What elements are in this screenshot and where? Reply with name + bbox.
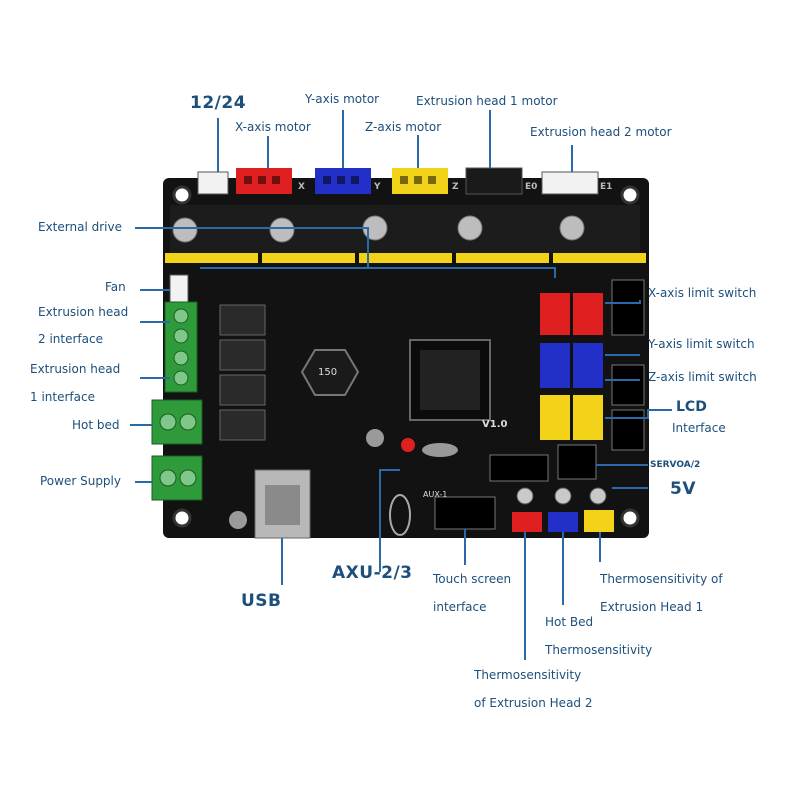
label-e1-interface-2: 1 interface <box>30 390 95 404</box>
fan-connector <box>169 274 189 304</box>
coil-mark: 150 <box>318 367 338 378</box>
label-touch-1: Touch screen <box>433 572 512 586</box>
axis-mark-x: X <box>298 182 305 192</box>
label-touch-2: interface <box>433 600 487 614</box>
label-servo: SERVOA/2 <box>650 460 701 470</box>
stepper-drivers <box>165 205 646 263</box>
mosfets <box>219 304 266 441</box>
axis-mark-e1: E1 <box>600 182 613 192</box>
label-e1-motor: Extrusion head 1 motor <box>416 94 558 108</box>
inductor <box>300 349 360 396</box>
label-therm-e1-2: Extrusion Head 1 <box>600 600 704 614</box>
label-e2-motor: Extrusion head 2 motor <box>530 125 672 139</box>
label-x-motor: X-axis motor <box>235 120 311 134</box>
label-hotbed-therm-1: Hot Bed <box>545 615 594 629</box>
crystal <box>422 443 458 457</box>
pin-headers <box>434 279 645 530</box>
label-power-supply: Power Supply <box>40 474 121 488</box>
label-x-limit: X-axis limit switch <box>648 286 757 300</box>
label-y-motor: Y-axis motor <box>305 92 380 106</box>
aux1-mark: AUX-1 <box>423 490 448 499</box>
label-hot-bed: Hot bed <box>72 418 120 432</box>
axis-mark-z: Z <box>452 182 459 192</box>
leader-lines <box>130 110 672 660</box>
label-e1-interface-1: Extrusion head <box>30 362 121 376</box>
mounting-holes <box>172 185 640 528</box>
label-usb: USB <box>241 591 282 611</box>
limit-switches <box>540 293 603 440</box>
label-z-motor: Z-axis motor <box>365 120 442 134</box>
board-version: V1.0 <box>482 419 508 430</box>
label-fan: Fan <box>105 280 126 294</box>
label-12-24: 12/24 <box>190 93 247 113</box>
label-z-limit: Z-axis limit switch <box>648 370 757 384</box>
axis-mark-y: Y <box>374 182 381 192</box>
label-therm-e2-2: of Extrusion Head 2 <box>474 696 593 710</box>
label-e2-interface-2: 2 interface <box>38 332 103 346</box>
reset-button <box>401 438 415 452</box>
thermistor-connectors <box>512 487 614 532</box>
motor-connectors <box>197 167 599 195</box>
label-external-drive: External drive <box>38 220 122 234</box>
label-e2-interface-1: Extrusion head <box>38 305 129 319</box>
label-y-limit: Y-axis limit switch <box>648 337 755 351</box>
label-axu: AXU-2/3 <box>332 563 413 583</box>
label-lcd-2: Interface <box>672 421 726 435</box>
axis-mark-e0: E0 <box>525 182 538 192</box>
label-hotbed-therm-2: Thermosensitivity <box>545 643 653 657</box>
label-5v: 5V <box>670 479 696 499</box>
label-therm-e1-1: Thermosensitivity of <box>600 572 723 586</box>
label-therm-e2-1: Thermosensitivity <box>474 668 582 682</box>
label-lcd-1: LCD <box>676 399 707 415</box>
terminal-blocks <box>151 301 203 501</box>
